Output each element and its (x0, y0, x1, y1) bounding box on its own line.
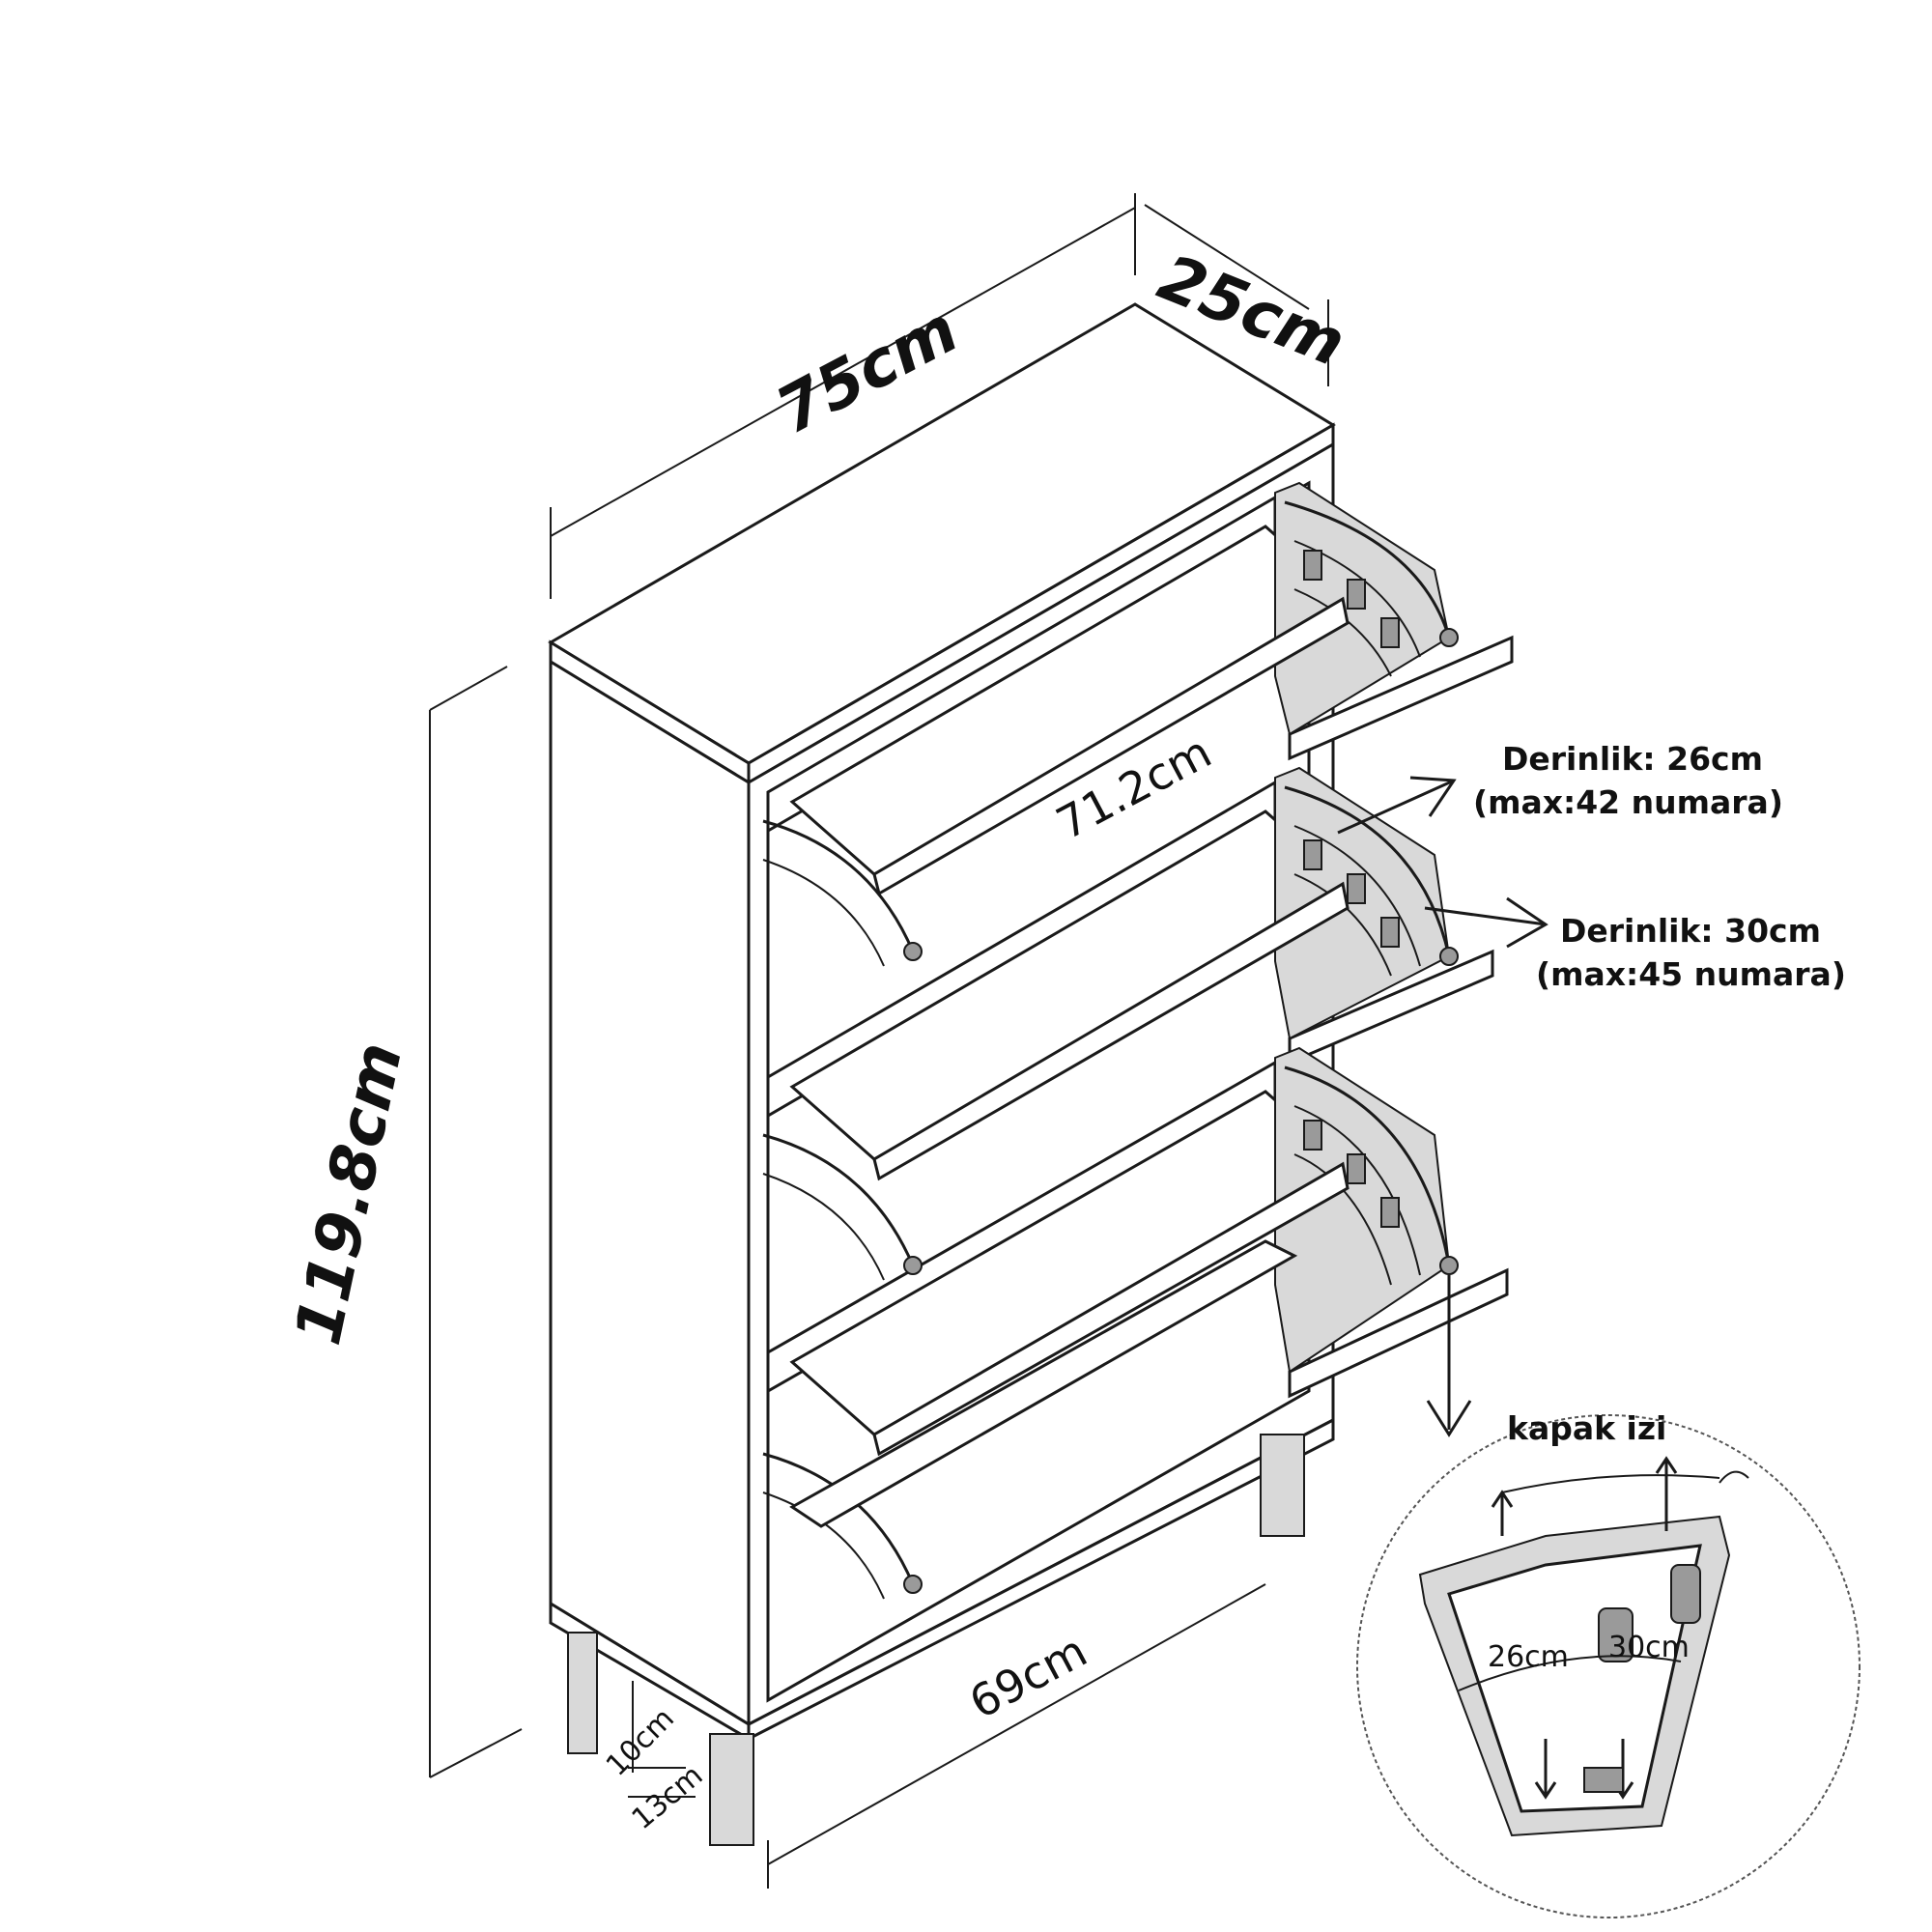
deep-depth-note: Derinlik: 30cm (1560, 912, 1821, 950)
shallow-max-size-note: (max:42 numara) (1473, 783, 1783, 821)
bottom-width-dimension-label: 69cm (961, 1625, 1095, 1729)
note-arrows (1337, 776, 1548, 1437)
inset-title: kapak izi (1507, 1409, 1666, 1447)
flap-drawer-3 (762, 1046, 1509, 1457)
leg-front-right (709, 1733, 754, 1846)
leg-front-left (567, 1632, 598, 1754)
flap-1-edge (1288, 635, 1514, 761)
flap-drawer-2 (762, 766, 1494, 1181)
inset-label-30cm: 30cm (1608, 1631, 1690, 1664)
height-dimension-label: 119.8cm (280, 1037, 416, 1351)
leg-back-right (1260, 1434, 1305, 1537)
deep-max-size-note: (max:45 numara) (1536, 955, 1846, 993)
dimension-lines (429, 193, 1329, 1889)
flap-3-edge (1288, 1267, 1509, 1399)
flap-trace-inset (1356, 1414, 1861, 1918)
flap-drawer-1 (766, 481, 1514, 896)
leg-height-dimension-label: 10cm (600, 1702, 681, 1783)
left-side-panel (549, 659, 751, 1727)
lower-bracket (762, 1239, 1298, 1600)
inset-label-26cm: 26cm (1488, 1640, 1569, 1674)
shallow-depth-note: Derinlik: 26cm (1502, 740, 1763, 778)
